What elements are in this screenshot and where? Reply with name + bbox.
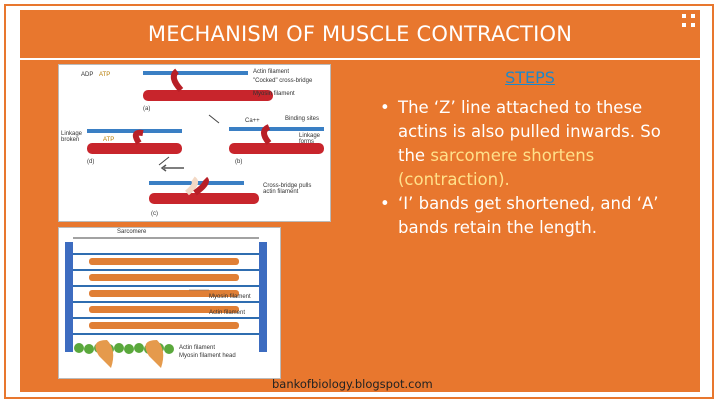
myosin-head-label: Myosin filament head bbox=[179, 353, 236, 359]
footer-credit: bankofbiology.blogspot.com bbox=[272, 377, 433, 391]
cocked-label: "Cocked" cross-bridge bbox=[253, 78, 313, 84]
step-item: • The ‘Z’ line attached to these actins … bbox=[376, 96, 686, 192]
corner-square bbox=[682, 14, 686, 18]
step-text: ‘I’ bands get shortened, and ‘A’ bands r… bbox=[398, 194, 659, 237]
myosin-label: Myosin filament bbox=[253, 91, 295, 97]
step-item: • ‘I’ bands get shortened, and ‘A’ bands… bbox=[376, 192, 686, 240]
cross-bridge-figure bbox=[87, 68, 324, 204]
ca-label: Ca++ bbox=[245, 118, 260, 124]
actin-filament-label: Actin filament bbox=[209, 310, 246, 316]
steps-box: STEPS • The ‘Z’ line attached to these a… bbox=[366, 66, 694, 380]
panel-d-label: (d) bbox=[87, 159, 95, 165]
slide-title: MECHANISM OF MUSCLE CONTRACTION bbox=[147, 22, 573, 46]
sarcomere-figure bbox=[65, 237, 267, 368]
corner-square bbox=[682, 23, 686, 27]
bullet-icon: • bbox=[380, 98, 390, 117]
pulls-label: Cross-bridge pulls actin filament bbox=[263, 183, 312, 195]
linkage-forms-label: Linkage forms bbox=[299, 133, 321, 145]
actin-label: Actin filament bbox=[253, 69, 290, 75]
actin-filament-label-2: Actin filament bbox=[179, 345, 216, 351]
sarcomere-label: Sarcomere bbox=[117, 229, 147, 235]
panel-b-label: (b) bbox=[235, 159, 243, 165]
binding-sites-label: Binding sites bbox=[285, 116, 320, 122]
slide-border bbox=[4, 4, 714, 399]
panel-a-label: (a) bbox=[143, 106, 151, 112]
myosin-filament-label: Myosin filament bbox=[209, 294, 251, 300]
cross-bridge-diagram: ADP ATP Actin filament "Cocked" cross-br… bbox=[58, 64, 331, 222]
steps-list: • The ‘Z’ line attached to these actins … bbox=[376, 96, 686, 240]
corner-square bbox=[691, 23, 695, 27]
atp-label: ATP bbox=[99, 72, 111, 78]
corner-square bbox=[691, 14, 695, 18]
step-text: The ‘Z’ line attached to these actins is… bbox=[398, 98, 661, 165]
bullet-icon: • bbox=[380, 194, 390, 213]
sarcomere-diagram: Sarcomere Myosin filament Actin filament… bbox=[58, 227, 281, 379]
step-highlight: sarcomere shortens (contraction). bbox=[398, 146, 595, 189]
panel-c-label: (c) bbox=[151, 211, 158, 217]
linkage-broken-label: Linkage broken bbox=[61, 131, 83, 143]
title-bar: MECHANISM OF MUSCLE CONTRACTION bbox=[20, 10, 700, 58]
atp-label-2: ATP bbox=[103, 137, 115, 143]
adp-label: ADP bbox=[81, 72, 94, 78]
steps-heading: STEPS bbox=[505, 68, 555, 87]
